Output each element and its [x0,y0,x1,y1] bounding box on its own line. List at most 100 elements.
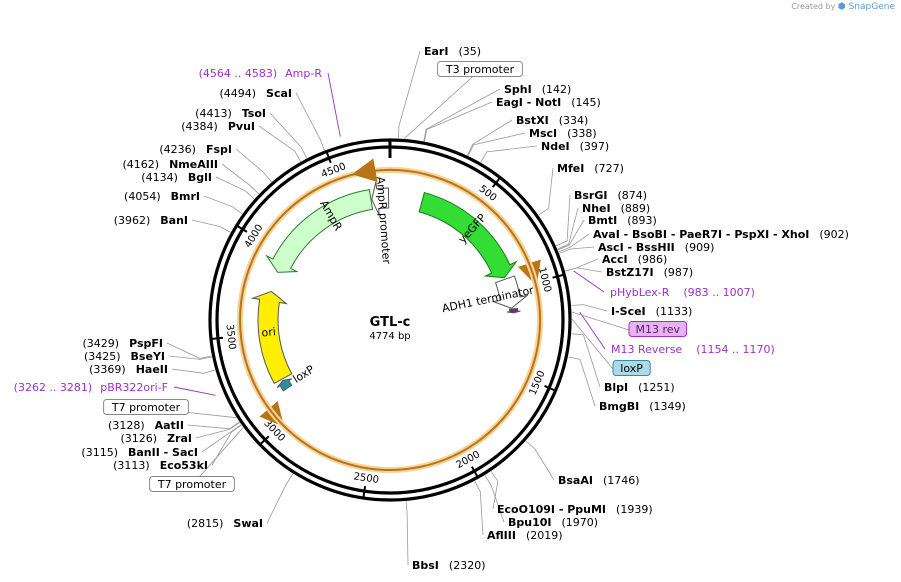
feature-adh1-terminator [491,275,529,309]
boxed-label-m13-rev: M13 rev [628,321,688,337]
site-position: (4162) [123,158,160,171]
site-position: (4384) [181,120,218,133]
site-name: MscI [529,127,557,140]
site-position: (889) [621,202,651,215]
site-name: AscI - BssHII [598,241,675,254]
boxed-label-text: loxP [620,362,643,375]
primer-range: (983 .. 1007) [683,286,755,299]
leader-bmti [557,219,585,251]
site-position: (334) [559,114,589,127]
site-name: EagI - NotI [496,96,561,109]
site-position: (3429) [83,337,120,350]
leader-bsrgi [555,194,571,247]
site-sphi: SphI(142) [504,83,571,96]
box-leader-4 [191,427,244,486]
boxed-label-t7-promoter: T7 promoter [103,399,189,415]
site-name: BmrI [171,190,200,203]
site-swai: (2815)SwaI [187,517,263,530]
box-leader-2 [571,318,614,370]
site-name: Bpu10I [508,516,552,529]
site-blpi: BlpI(1251) [604,381,675,394]
site-name: ScaI [266,87,292,100]
site-nmeaiii: (4162)NmeAIII [123,158,219,171]
site-position: (4236) [159,143,196,156]
site-eari: EarI (35) [424,45,481,58]
feature-label-ampr-promoter: AmpR promoter [374,176,393,265]
site-position: (3369) [89,363,126,376]
leader-zrai [195,422,240,439]
site-position: (145) [571,96,601,109]
site-position: (4413) [195,107,232,120]
site-pspfi: (3429)PspFI [83,337,163,350]
primer-amp-r: (4564 .. 4583)Amp-R [199,67,323,80]
boxed-label-t3-promoter: T3 promoter [437,61,523,77]
leader-bgli [215,176,255,200]
site-position: (3425) [84,350,121,363]
site-afliii: AflIII(2019) [487,529,563,542]
leader-bstz17i [565,267,603,273]
site-position: (1939) [616,503,653,516]
orf-arc-2 [239,158,542,471]
leader-afliii [474,480,484,536]
box-leader-0 [404,69,481,139]
site-bani: (3962) BanI [114,214,188,227]
site-avai-bsobi-paer7i-pspxi-xhoi: AvaI - BsoBI - PaeR7I - PspXI - XhoI(902… [593,228,849,241]
leader-tsoi [269,112,308,159]
leader-asci-bsshii [559,246,595,254]
site-asci-bsshii: AscI - BssHII(909) [598,241,714,254]
feature-yegfp [418,191,518,279]
leader-bseyi [168,355,212,360]
primer-name: pHybLex-R [610,286,670,299]
site-name: BanI [160,214,188,227]
leader-scai [295,92,325,151]
primer-name: pBR322ori-F [100,381,168,394]
site-msci: MscI(338) [529,127,597,140]
leader-pspfi [166,342,212,359]
site-bseyi: (3425)BseYI [84,350,165,363]
leader-bmgbi [568,356,596,407]
site-bpu10i: Bpu10I(1970) [508,516,598,529]
leader-i-scei [571,304,608,312]
leader-ecoo109i-ppumi [490,471,499,510]
credit-text: Created by [791,2,836,11]
boxed-label-frame [437,61,523,77]
plasmid-name: GTL-c [370,315,411,330]
site-position: (3962) [114,214,151,227]
feature-ori [250,290,293,385]
site-name: EcoO109I - PpuMI [497,503,606,516]
boxed-label-text: T7 promoter [157,478,227,491]
leader-mfei [538,167,554,216]
site-position: (4494) [219,87,256,100]
site-i-scei: I-SceI(1133) [611,305,692,318]
box-leader-1 [571,311,630,331]
site-position: (4054) [124,190,161,203]
leader-eco53ki [211,424,242,466]
leader-eagi-noti [424,101,493,142]
site-name: NdeI [541,140,570,153]
primer-pbr322ori-f: (3262 .. 3281)pBR322ori-F [14,381,168,394]
site-eagi-noti: EagI - NotI (145) [496,96,601,109]
site-bsaai: BsaAI(1746) [558,474,640,487]
site-position: (4134) [141,171,178,184]
site-name: AatII [155,419,184,432]
site-position: (3113) [113,459,150,472]
site-bbsi: BbsI(2320) [412,559,485,572]
site-name: PvuI [228,120,255,133]
site-bmti: BmtI(893) [588,214,657,227]
tick-label-3500: 3500 [224,324,238,350]
site-name: BglI [188,171,212,184]
boxed-label-t7-promoter: T7 promoter [149,476,235,492]
leader-aatii [187,421,240,430]
feature-label-ori: ori [261,325,277,339]
site-name: BstZ17I [606,266,654,279]
snapgene-credit: Created by ⬢ SnapGene [791,2,895,12]
leader-msci [467,132,526,156]
leader-bpu10i [484,475,505,523]
site-name: EarI [424,45,448,58]
primer-name: M13 Reverse [611,343,682,356]
site-position: (35) [458,45,481,58]
feature-i-scei-site [506,307,521,314]
site-haeii: (3369)HaeII [89,363,168,376]
leader-swai [266,473,294,524]
